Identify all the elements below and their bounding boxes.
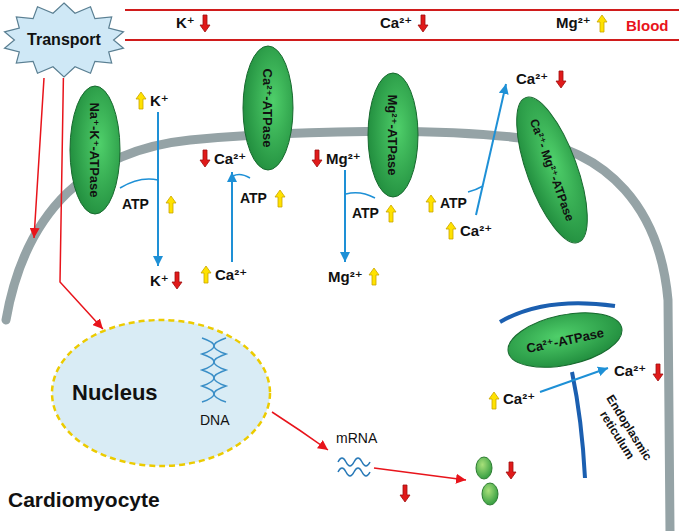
decrease-arrow [172,272,182,289]
decrease-arrow [418,15,428,32]
transcription-arrow [272,412,328,450]
atp-link [233,174,250,178]
increase-arrow [369,268,379,285]
pump-shape [368,73,418,197]
ion-flow [344,170,346,262]
blood-ion: Mg²⁺ [556,14,591,31]
decrease-arrow [312,150,322,167]
atp-link [120,179,158,188]
ion-flow [157,112,159,266]
mrna-strand [338,458,370,476]
blood-ion: Ca²⁺ [380,14,412,31]
ion-label: Mg²⁺ [326,150,361,167]
pump-label: Na⁺-K⁺-ATPase [88,102,103,197]
mrna-label: mRNA [336,430,377,446]
blood-line [125,9,679,11]
dna-label: DNA [200,412,230,428]
decrease-arrow [506,462,516,479]
ion-label: K⁺ [150,92,169,109]
ion-label: ATP [440,195,467,211]
atp-link [468,186,483,192]
ion-label: ATP [240,190,267,206]
increase-arrow [597,15,607,32]
ion-flow [476,84,506,215]
pump-shape [503,303,627,376]
dna-helix [214,338,226,402]
ion-label: ATP [122,196,149,212]
increase-arrow [489,392,499,409]
dna-helix [202,338,214,402]
ion-flow [540,368,608,392]
ion-label: Ca²⁺ [215,266,247,283]
ion-label: Ca²⁺ [614,362,646,379]
er-membrane [572,372,585,478]
burst-shape [5,3,124,77]
ion-label: Ca²⁺ [460,222,492,239]
increase-arrow [426,195,436,212]
pump-label: Mg²⁺-ATPase [386,94,401,175]
pump-oval: Mg²⁺-ATPase [367,72,419,198]
increase-arrow [201,266,211,283]
atp-link [346,193,375,198]
increase-arrow [166,196,176,213]
increase-arrow [275,190,285,207]
pump-oval: Ca²⁺- Mg²⁺-ATPase [501,88,603,252]
node-title: Nucleus [72,380,158,406]
organelle-label: Endoplasmic reticulum [588,389,656,476]
pump-oval: Ca²⁺-ATPase [242,45,294,171]
protein [482,483,498,505]
cell-label: Cardiomyocyte [8,488,160,512]
blood-label: Blood [626,17,669,34]
decrease-arrow [400,485,410,502]
ion-label: Ca²⁺ [516,70,548,87]
increase-arrow [136,92,146,109]
pump-oval: Na⁺-K⁺-ATPase [69,85,121,215]
blood-line [125,39,679,41]
translation-arrow [374,468,466,480]
blood-ion: K⁺ [176,14,195,31]
pump-shape [70,86,120,214]
ion-label: ATP [352,205,379,221]
decrease-arrow [200,15,210,32]
burst-label: Transport [27,31,101,49]
pump-label: Ca²⁺-ATPase [261,69,276,148]
ion-flow [231,172,233,262]
pump-shape [243,46,293,170]
ion-label: Mg²⁺ [328,268,363,285]
decrease-arrow [200,150,210,167]
ion-label: Ca²⁺ [214,150,246,167]
ion-label: K⁺ [150,272,169,289]
protein [476,457,492,479]
pump-shape [502,89,602,251]
decrease-arrow [556,71,566,88]
increase-arrow [386,205,396,222]
decrease-arrow [653,364,663,381]
effect-arrow [34,78,44,238]
nucleus-envelope [52,320,270,466]
transport-burst: Transport [2,2,126,78]
ion-label: Ca²⁺ [503,390,535,407]
increase-arrow [446,222,456,239]
nucleus: NucleusDNA [50,318,272,468]
